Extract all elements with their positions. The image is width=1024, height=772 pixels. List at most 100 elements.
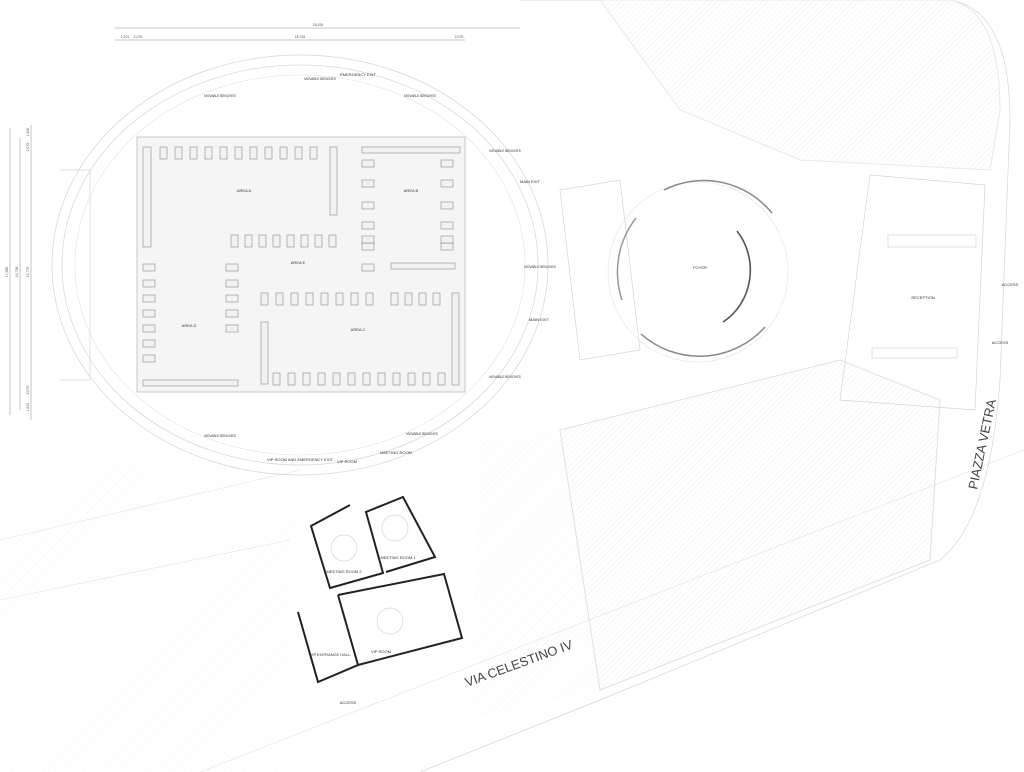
booth: [275, 292, 284, 306]
dim-label: 16,728: [15, 267, 19, 278]
booth: [225, 263, 239, 272]
dim-label: 2,075: [26, 386, 30, 395]
booth: [440, 242, 454, 251]
booth: [362, 372, 371, 386]
booth: [440, 179, 454, 188]
area-e-label: AREA E: [291, 260, 306, 265]
booth: [361, 235, 375, 244]
booth: [309, 146, 318, 160]
meeting-rooms: [297, 495, 464, 684]
access-label: ACCESS: [992, 340, 1009, 345]
booth: [279, 146, 288, 160]
booth: [361, 159, 375, 168]
reception-label: RECEPTION: [911, 295, 934, 300]
booth: [365, 292, 374, 306]
dim-label: 1,815: [26, 403, 30, 412]
vip-room-label: VIP ROOM: [337, 459, 357, 464]
benches-label: MOVABLE BENCHES: [489, 149, 520, 153]
booth: [249, 146, 258, 160]
booth: [159, 146, 168, 160]
emergency-exit-label: EMERGENCY EXIT: [340, 72, 376, 77]
booth: [142, 309, 156, 318]
vip-room-emergency-label: VIP ROOM AND EMERGENCY EXIT: [267, 457, 334, 462]
benches-label: MOVABLE BENCHES: [304, 77, 335, 81]
dim-label: 17,585: [5, 267, 9, 278]
booth: [258, 234, 267, 248]
booth: [437, 372, 446, 386]
benches-label: MOVABLE BENCHES: [524, 265, 555, 269]
booth: [361, 263, 375, 272]
booth: [317, 372, 326, 386]
foyer: [559, 179, 789, 363]
booth: [440, 201, 454, 210]
booth: [142, 354, 156, 363]
booth: [302, 372, 311, 386]
booth-layout: [142, 146, 461, 387]
benches-label: MOVABLE BENCHES: [406, 432, 437, 436]
benches-label: MOVABLE BENCHES: [204, 434, 235, 438]
main-exit-label: MAIN EXIT: [529, 317, 550, 322]
dim-label: 2,075: [26, 143, 30, 152]
dimension-lines: [9, 27, 520, 420]
booth: [225, 279, 239, 288]
booth: [305, 292, 314, 306]
booth: [314, 234, 323, 248]
dim-label: 15,776: [26, 267, 30, 278]
vip-room-inner-label: VIP ROOM: [371, 649, 391, 654]
booth: [272, 372, 281, 386]
booth: [225, 309, 239, 318]
booth: [440, 159, 454, 168]
booth: [225, 324, 239, 333]
booth: [404, 292, 413, 306]
booth: [142, 294, 156, 303]
booth: [328, 234, 337, 248]
benches-label: MOVABLE BENCHES: [489, 375, 520, 379]
booth: [361, 146, 461, 154]
booth: [432, 292, 441, 306]
area-b-label: AREA B: [404, 188, 419, 193]
access-label: ACCESS: [340, 700, 357, 705]
access-label: ACCESS: [1002, 282, 1019, 287]
booth: [286, 234, 295, 248]
booth: [142, 146, 152, 248]
booth: [300, 234, 309, 248]
meeting-room-2-label: MEETING ROOM 2: [326, 569, 362, 574]
benches-label: MOVABLE BENCHES: [204, 94, 235, 98]
booth: [350, 292, 359, 306]
booth: [287, 372, 296, 386]
booth: [347, 372, 356, 386]
area-c-label: AREA C: [351, 327, 366, 332]
booth: [407, 372, 416, 386]
benches-label: MOVABLE BENCHES: [404, 94, 435, 98]
booth: [244, 234, 253, 248]
booth: [361, 179, 375, 188]
booth: [335, 292, 344, 306]
booth: [142, 339, 156, 348]
booth: [332, 372, 341, 386]
booth: [440, 235, 454, 244]
main-exit-label: MAIN EXIT: [520, 179, 541, 184]
booth: [361, 221, 375, 230]
booth: [320, 292, 329, 306]
booth: [361, 201, 375, 210]
booth: [377, 372, 386, 386]
booth: [440, 221, 454, 230]
booth: [204, 146, 213, 160]
meeting-room-1-label: MEETING ROOM 1: [380, 555, 416, 560]
booth: [219, 146, 228, 160]
booth: [294, 146, 303, 160]
reception: [839, 174, 986, 411]
booth: [390, 262, 456, 270]
booth: [142, 379, 239, 387]
street-piazza-vetra: PIAZZA VETRA: [965, 397, 999, 490]
dim-label: 2,075: [455, 35, 464, 39]
booth: [361, 242, 375, 251]
booth: [392, 372, 401, 386]
booth: [174, 146, 183, 160]
booth: [230, 234, 239, 248]
booth: [225, 294, 239, 303]
dim-label: 1,500: [26, 128, 30, 137]
